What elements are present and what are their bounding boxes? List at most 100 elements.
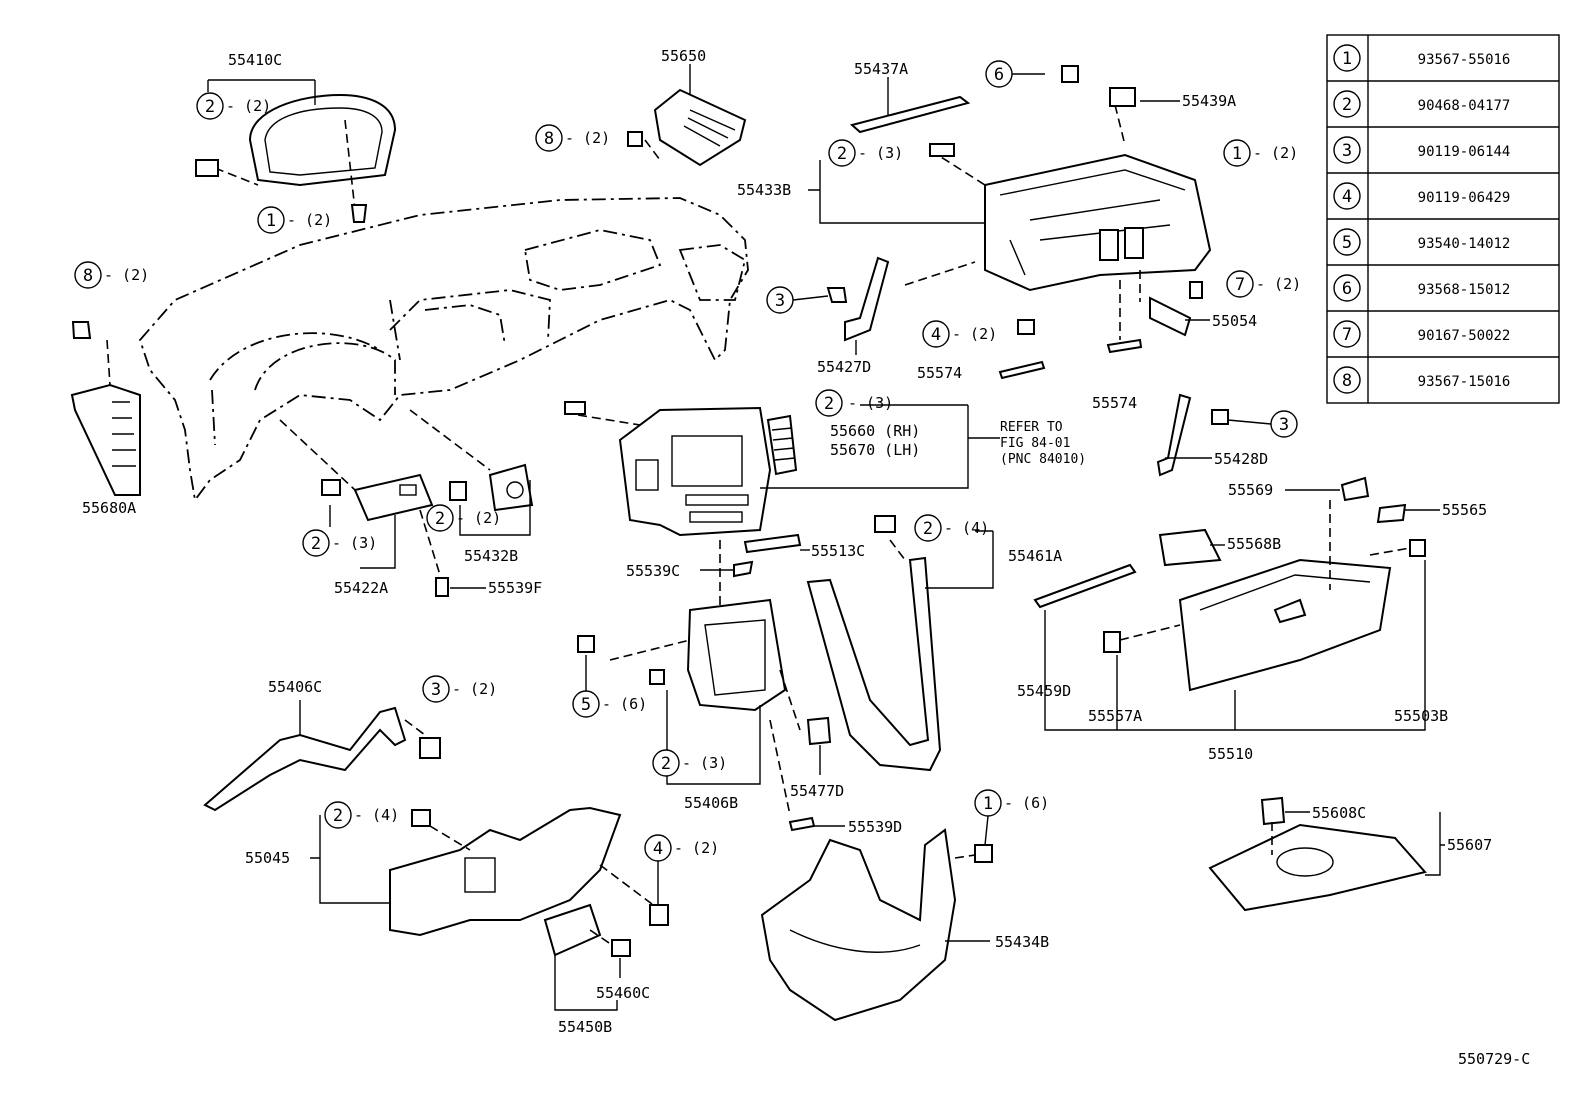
- callout-num: 2: [661, 754, 671, 774]
- console-panel-55461A: [806, 515, 942, 772]
- bracket-55406C: [203, 706, 441, 812]
- legend-part-number: 93567-15016: [1418, 374, 1511, 390]
- meter-hood-55410C: [195, 93, 397, 223]
- callout-num: 3: [431, 680, 441, 700]
- part-label: 55568B: [1227, 535, 1281, 553]
- part-label: 55428D: [1214, 450, 1268, 468]
- callout: 2 - (3): [815, 389, 893, 417]
- callout: 1 - (2): [257, 206, 332, 234]
- callout-num: 6: [994, 65, 1004, 85]
- clip-55539D: [769, 719, 816, 832]
- callout: 1 - (2): [1223, 139, 1298, 167]
- callout: 2 - (2): [196, 92, 271, 120]
- reference-note: REFER TO FIG 84-01 (PNC 84010): [1000, 420, 1086, 467]
- callout-qty: - (6): [1004, 794, 1049, 812]
- callout-num: 1: [983, 794, 993, 814]
- callout-qty: - (2): [1253, 144, 1298, 162]
- callout-num: 3: [775, 291, 785, 311]
- callout-num: 2: [837, 144, 847, 164]
- part-label: 55461A: [1008, 547, 1062, 565]
- strip-55437A: [849, 95, 971, 134]
- callout-qty: - (6): [602, 695, 647, 713]
- drawing-id: 550729-C: [1458, 1050, 1530, 1068]
- legend-num: 8: [1342, 371, 1352, 391]
- part-label: 55565: [1442, 501, 1487, 519]
- callout: 2 - (4): [914, 514, 989, 542]
- vent-55650: [627, 88, 747, 167]
- legend-row: 5 93540-14012: [1333, 228, 1511, 256]
- callout-qty: - (4): [944, 519, 989, 537]
- part-label: 55608C: [1312, 804, 1366, 822]
- callout-qty: - (3): [858, 144, 903, 162]
- callout: 1 - (6): [974, 789, 1049, 846]
- callout-qty: - (3): [332, 534, 377, 552]
- callout: 7 - (2): [1226, 270, 1301, 298]
- lower-console-55434B: [760, 828, 993, 1022]
- callout-num: 3: [1279, 415, 1289, 435]
- legend-num: 7: [1342, 325, 1352, 345]
- part-label: 55433B: [737, 181, 791, 199]
- legend-part-number: 90468-04177: [1418, 98, 1511, 114]
- part-label: 55574: [917, 364, 962, 382]
- callout-qty: - (2): [287, 211, 332, 229]
- part-label: 55574: [1092, 394, 1137, 412]
- callout: 3: [766, 286, 829, 314]
- panel-55422A: [279, 419, 449, 597]
- legend-num: 2: [1342, 95, 1352, 115]
- callout: 8 - (2): [74, 261, 149, 289]
- legend-num: 1: [1342, 49, 1352, 69]
- callout-num: 2: [824, 394, 834, 414]
- legend-part-number: 93540-14012: [1418, 236, 1511, 252]
- part-label: 55459D: [1017, 682, 1071, 700]
- cover-55450B: [543, 903, 631, 957]
- callout: 2 - (2): [426, 504, 501, 532]
- part-label: 55406C: [268, 678, 322, 696]
- instrument-panel-outline: [138, 197, 749, 503]
- legend-num: 5: [1342, 233, 1352, 253]
- legend-part-number: 90119-06429: [1418, 190, 1511, 206]
- strip-55513C: [743, 533, 802, 554]
- glovebox-door-55510: [1103, 476, 1426, 692]
- part-labels: 55410C 55650 55437A 55439A 55433B 55427D…: [82, 47, 1492, 1036]
- callout-num: 4: [653, 839, 663, 859]
- part-label: 55557A: [1088, 707, 1142, 725]
- side-vent-55680A: [70, 321, 141, 496]
- bracket-55054: [1139, 270, 1203, 337]
- part-label: 55650: [661, 47, 706, 65]
- callout-num: 1: [266, 211, 276, 231]
- part-label: 55427D: [817, 358, 871, 376]
- callout: 4 - (2): [922, 320, 997, 348]
- callout-qty: - (2): [565, 129, 610, 147]
- part-label: 55569: [1228, 481, 1273, 499]
- callout: 2 - (3): [828, 139, 903, 167]
- leader-lines: [207, 64, 1445, 1011]
- bracket-55406B: [577, 540, 787, 712]
- part-label: 55432B: [464, 547, 518, 565]
- glovebox-upper-55433B: [929, 65, 1212, 292]
- legend-row: 8 93567-15016: [1333, 366, 1511, 394]
- callout-qty: - (2): [674, 839, 719, 857]
- legend-row: 7 90167-50022: [1333, 320, 1510, 348]
- legend-row: 6 93568-15012: [1333, 274, 1510, 302]
- callout-qty: - (3): [682, 754, 727, 772]
- part-label: 55670 (LH): [830, 441, 920, 459]
- tray-55607: [1208, 796, 1427, 912]
- part-label: 55510: [1208, 745, 1253, 763]
- callout-qty: - (2): [456, 509, 501, 527]
- switch-55432B: [409, 409, 534, 512]
- callout: 2 - (4): [324, 801, 399, 829]
- callout-num: 4: [931, 325, 941, 345]
- part-label: 55680A: [82, 499, 136, 517]
- part-label: 55410C: [228, 51, 282, 69]
- callout-qty: - (2): [226, 97, 271, 115]
- part-label: 55439A: [1182, 92, 1236, 110]
- callout: 5 - (6): [572, 655, 647, 718]
- part-label: 55503B: [1394, 707, 1448, 725]
- callout-num: 2: [333, 806, 343, 826]
- part-label: 55660 (RH): [830, 422, 920, 440]
- callout-num: 5: [581, 695, 591, 715]
- part-label: 55513C: [811, 542, 865, 560]
- callout-num: 7: [1235, 275, 1245, 295]
- part-55477D: [779, 669, 832, 746]
- part-label: 55539D: [848, 818, 902, 836]
